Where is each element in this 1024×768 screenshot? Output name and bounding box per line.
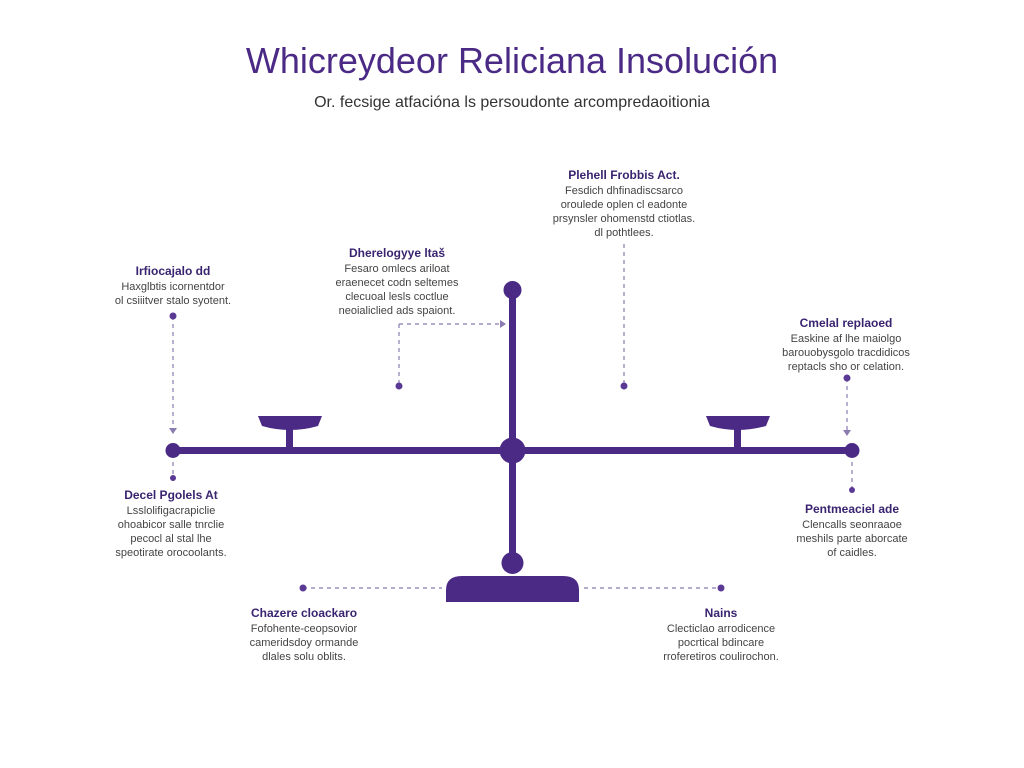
arrow-upper-left-tip (169, 428, 177, 434)
annotation-line: Haxglbtis icornentdor (121, 281, 225, 293)
annotation-heading: Irfiocajalo dd (135, 264, 211, 278)
annotation-line: Easkine af lhe maiolgo (790, 333, 902, 345)
annotation-line: dlales solu oblits. (262, 651, 346, 663)
left-pan-stem (286, 428, 293, 450)
annotation-line: Clecticlao arrodicence (666, 623, 776, 635)
annotation-line: reptacls sho or celation. (787, 361, 905, 373)
annotation-line: clecuoal lesls coctlue (345, 291, 449, 303)
annotation-lower-left: Decel Pgolels At Lsslolifigacrapiclie oh… (96, 488, 246, 560)
right-pan (706, 416, 770, 430)
dot-bottom-right (717, 584, 725, 592)
annotation-heading: Cmelal replaoed (799, 316, 893, 330)
annotation-line: ohoabicor salle tnrclie (117, 519, 225, 531)
left-pan (258, 416, 322, 430)
arrow-upper-right-tip (843, 430, 851, 436)
annotation-line: prsynsler ohomenstd ctiotlas. (552, 213, 696, 225)
scale-lower-knob (501, 552, 524, 574)
annotation-line: Clencalls seonraaoe (802, 519, 902, 531)
scale-center-pivot (499, 437, 526, 464)
annotation-line: dl pothtlees. (594, 227, 654, 239)
beam-left-end (165, 443, 181, 458)
annotation-line: eraenecet codn seltemes (335, 277, 459, 289)
annotation-line: meshils parte aborcate (796, 533, 908, 545)
annotation-heading: Pentmeaciel ade (804, 502, 900, 516)
annotation-line: cameridsdoy ormande (249, 637, 359, 649)
right-pan-stem (734, 428, 741, 450)
dot-upper-left-top (169, 312, 177, 320)
annotation-heading: Nains (704, 606, 738, 620)
annotation-lower-right: Pentmeaciel ade Clencalls seonraaoe mesh… (774, 502, 930, 560)
annotation-line: ol csiiitver stalo syotent. (114, 295, 232, 307)
annotation-heading: Chazere cloackaro (250, 606, 358, 620)
annotation-upper-mid-left: Dherelogyye ltaš Fesaro omlecs ariloat e… (312, 246, 482, 318)
annotation-heading: Decel Pgolels At (124, 488, 218, 502)
annotation-bottom-left: Chazere cloackaro Fofohente-ceopsovior c… (226, 606, 382, 664)
annotation-line: Lsslolifigacrapiclie (126, 505, 216, 517)
dot-top-center-bottom (620, 382, 628, 390)
annotation-line: Fesaro omlecs ariloat (344, 263, 450, 275)
annotation-heading: Plehell Frobbis Act. (568, 168, 680, 182)
annotation-top-center: Plehell Frobbis Act. Fesdich dhfinadiscs… (524, 168, 724, 240)
beam-right-end (844, 443, 860, 458)
annotation-bottom-right: Nains Clecticlao arrodicence pocrtical b… (640, 606, 802, 664)
arrow-mid-left-tip (500, 320, 506, 328)
annotation-heading: Dherelogyye ltaš (348, 246, 446, 260)
page-title: Whicreydeor Reliciana Insolución (245, 40, 779, 81)
annotation-line: of caidles. (827, 547, 877, 559)
dot-lower-right (849, 487, 855, 493)
annotation-upper-right: Cmelal replaoed Easkine af lhe maiolgo b… (760, 316, 932, 374)
annotation-line: oroulede oplen cl eadonte (560, 199, 688, 211)
scale-pillar (509, 292, 516, 564)
dot-lower-left (170, 475, 176, 481)
annotation-line: speotirate orocoolants. (115, 547, 227, 559)
annotation-line: rroferetiros coulirochon. (663, 651, 779, 663)
dot-upper-right-top (843, 374, 851, 382)
annotation-line: pocrtical bdincare (677, 637, 765, 649)
annotation-line: Fofohente-ceopsovior (250, 623, 358, 635)
annotation-line: pecocl al stal lhe (130, 533, 212, 545)
annotation-line: Fesdich dhfinadiscsarco (564, 185, 683, 197)
dot-bottom-left (299, 584, 307, 592)
scale-top-knob (503, 281, 522, 299)
page-subtitle: Or. fecsige atfacióna ls persoudonte arc… (314, 94, 710, 111)
annotation-upper-left: Irfiocajalo dd Haxglbtis icornentdor ol … (90, 264, 256, 308)
dot-upper-mid-left-bottom (395, 382, 403, 390)
annotation-line: neoialiclied ads spaiont. (338, 305, 456, 317)
annotation-line: barouobysgolo tracdidicos (782, 347, 910, 359)
scale-base (446, 576, 579, 602)
